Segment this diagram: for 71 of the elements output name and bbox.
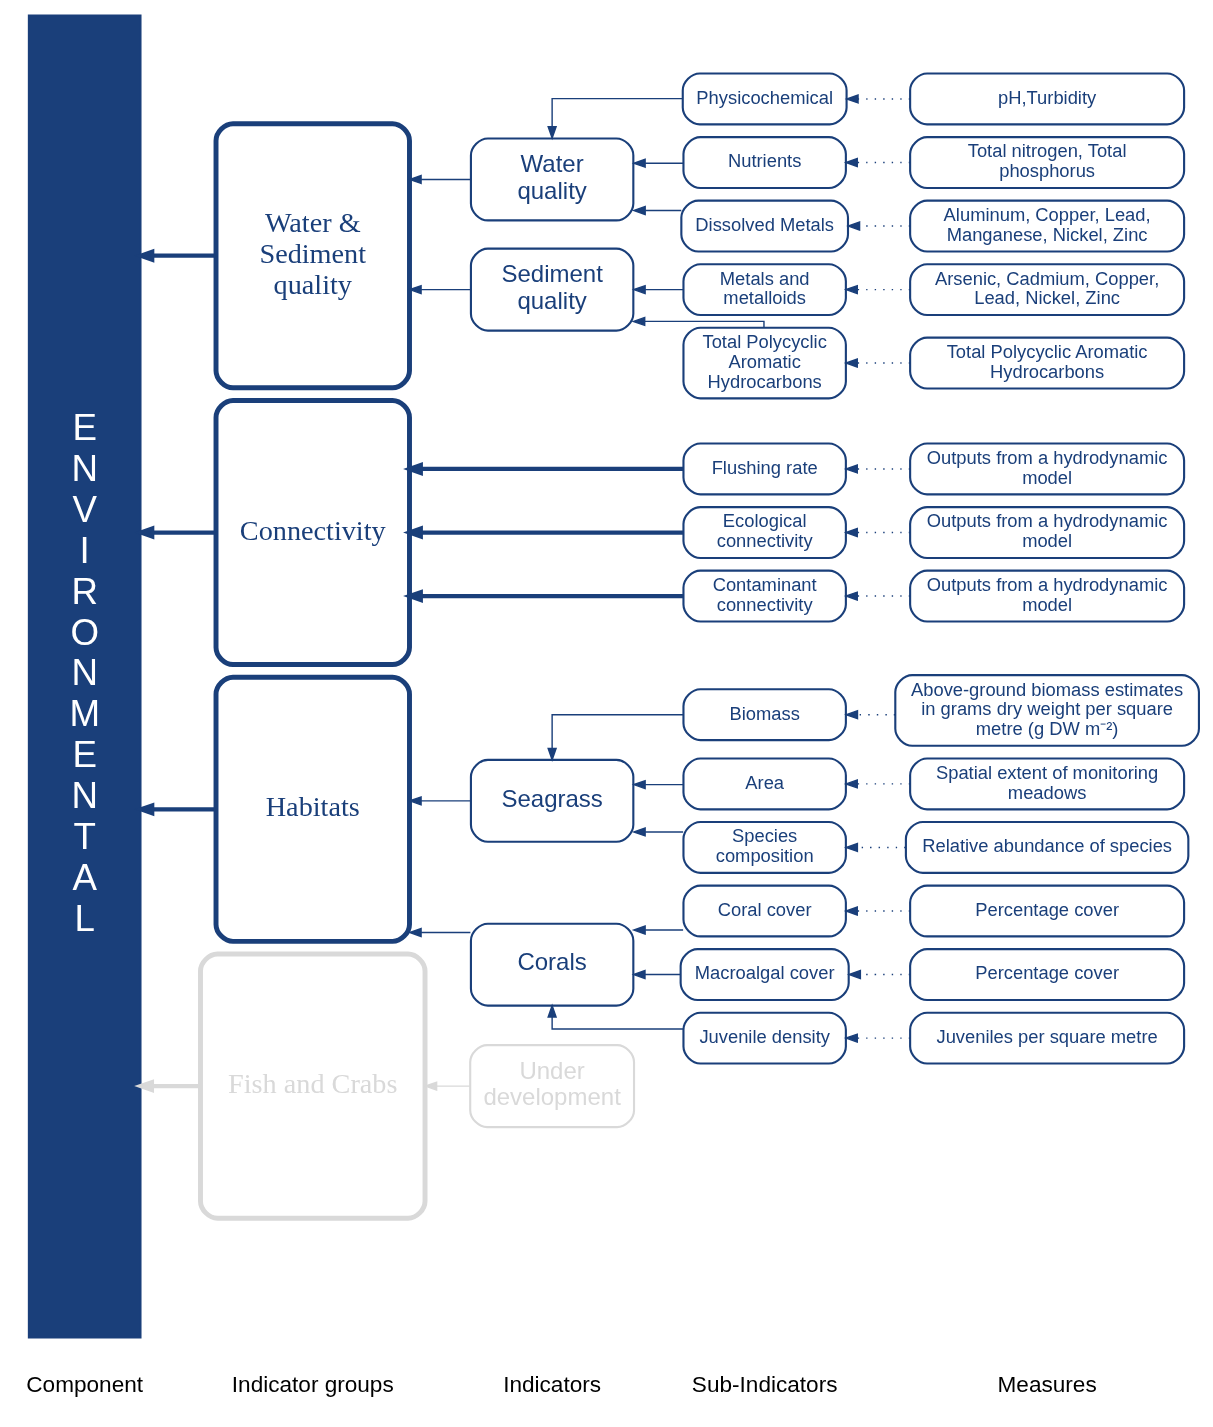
- arrow: [631, 779, 684, 790]
- node-box: Metals and metalloids: [682, 262, 847, 316]
- node-box: Ecological connectivity: [682, 505, 847, 559]
- arrow: [843, 1032, 911, 1043]
- node-box: Percentage cover: [909, 884, 1186, 937]
- node-box: Sediment quality: [469, 247, 635, 332]
- arrow: [843, 357, 911, 368]
- node-box: Species composition: [682, 820, 847, 874]
- node-box: Water & Sediment quality: [213, 120, 412, 390]
- node-box: Total Polycyclic Aromatic Hydrocarbons: [909, 336, 1186, 390]
- node-box: Dissolved Metals: [680, 199, 850, 253]
- arrow: [844, 709, 896, 720]
- label: Sub-Indicators: [691, 1371, 838, 1397]
- node-box: Contaminant connectivity: [682, 569, 847, 623]
- node-box: Arsenic, Cadmium, Copper, Lead, Nickel, Zinc: [909, 262, 1186, 316]
- arrow: [631, 315, 765, 328]
- label: Component: [26, 1371, 144, 1397]
- arrow: [631, 969, 681, 979]
- arrow: [843, 527, 911, 537]
- arrow: [631, 205, 682, 215]
- arrow: [843, 905, 911, 916]
- node-box: Outputs from a hydrodynamic model: [909, 569, 1186, 623]
- node-box: Corals: [469, 922, 635, 1007]
- arrow: [846, 220, 911, 231]
- node-box: Outputs from a hydrodynamic model: [909, 505, 1186, 559]
- arrow: [134, 1078, 201, 1093]
- node-box: Biomass: [682, 687, 847, 741]
- node-box: Total Polycyclic Aromatic Hydrocarbons: [682, 326, 847, 399]
- label: Indicators: [503, 1371, 602, 1397]
- node-box: Area: [682, 756, 847, 810]
- arrow: [403, 525, 684, 539]
- arrow: [631, 157, 684, 168]
- node-box: Nutrients: [682, 135, 847, 189]
- node-box: Water quality: [469, 136, 635, 221]
- arrow: [843, 463, 911, 474]
- arrow: [843, 284, 911, 295]
- arrow: [407, 927, 472, 937]
- arrow: [631, 826, 684, 837]
- node-box: Spatial extent of monitoring meadows: [909, 756, 1186, 810]
- node-box: Total nitrogen, Total phosphorus: [909, 135, 1186, 189]
- node-box: Connectivity: [213, 397, 412, 667]
- node-box: Habitats: [213, 674, 412, 944]
- arrow: [547, 1003, 684, 1030]
- node-box: Relative abundance of species: [904, 820, 1190, 874]
- arrow: [843, 590, 911, 601]
- label: Indicator groups: [231, 1371, 394, 1397]
- node-box: Flushing rate: [682, 442, 847, 495]
- arrow: [843, 157, 911, 167]
- node-box: Juvenile density: [682, 1011, 847, 1065]
- arrow: [846, 969, 911, 979]
- node-box: Percentage cover: [909, 947, 1186, 1001]
- node-box: ENVIRONMENTAL: [27, 14, 142, 1339]
- node-box: Macroalgal cover: [679, 947, 850, 1001]
- label: Measures: [997, 1371, 1097, 1397]
- arrow: [403, 461, 684, 476]
- arrow: [631, 924, 684, 935]
- node-box: Aluminum, Copper, Lead, Manganese, Nickel, Zinc: [909, 199, 1186, 253]
- node-box: Physicochemical: [681, 72, 848, 125]
- arrow: [843, 778, 911, 789]
- node-box: Coral cover: [682, 884, 847, 937]
- arrow: [547, 97, 684, 140]
- node-box: Seagrass: [469, 758, 635, 843]
- arrow: [631, 284, 684, 295]
- node-box: Above-ground biomass estimates in grams dry weight per square metre (g DW m⁻²): [894, 673, 1200, 747]
- arrow: [843, 842, 907, 852]
- node-box: Outputs from a hydrodynamic model: [909, 442, 1186, 495]
- arrow: [844, 93, 911, 104]
- node-box: pH,Turbidity: [909, 72, 1186, 125]
- arrow: [403, 588, 684, 603]
- node-box: Juveniles per square metre: [909, 1011, 1186, 1065]
- arrow: [547, 713, 684, 762]
